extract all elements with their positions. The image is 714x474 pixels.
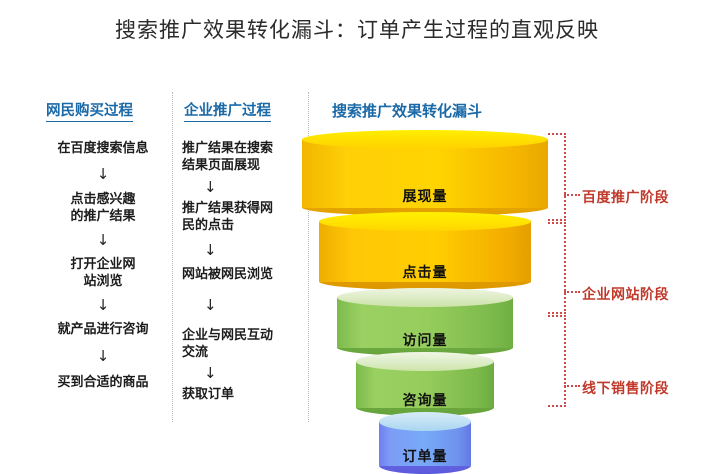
stage-label-offline-sales: 线下销售阶段 [582, 381, 669, 397]
cylinder-top [337, 288, 513, 307]
flow-step: 获取订单 [182, 387, 235, 402]
funnel-layer-label: 咨询量 [402, 393, 448, 409]
cylinder-top [319, 212, 531, 231]
column-header-user-process: 网民购买过程 [46, 99, 133, 122]
stage-label-company-website: 企业网站阶段 [582, 287, 669, 303]
stage-bracket-company-website [548, 222, 566, 314]
funnel-title: 搜索推广效果转化漏斗 [332, 102, 483, 120]
column-divider-1 [172, 92, 173, 422]
flow-step: 推广结果在搜索 结果页面展现 [182, 141, 274, 173]
funnel-layer-impressions[interactable]: 展现量 [302, 130, 548, 216]
cylinder-top [356, 352, 494, 371]
funnel-layer-label: 点击量 [402, 265, 448, 281]
funnel-layer-visits[interactable]: 访问量 [337, 288, 513, 356]
flow-step: 在百度搜索信息 [57, 141, 149, 156]
cylinder-body [302, 139, 548, 208]
column-divider-2 [308, 92, 309, 422]
cylinder-top [302, 130, 548, 149]
cylinder-body [319, 221, 531, 282]
conversion-funnel: 展现量 点击量 访问量 咨询量 订单量 [290, 130, 560, 474]
page-title: 搜索推广效果转化漏斗：订单产生过程的直观反映 [115, 18, 599, 42]
down-arrow-icon: ↓ [204, 364, 217, 382]
funnel-layer-label: 访问量 [402, 333, 448, 349]
user-process-column: 在百度搜索信息 ↓ 点击感兴趣 的推广结果 ↓ 打开企业网 站浏览 ↓ 就产品进… [34, 140, 172, 391]
down-arrow-icon: ↓ [96, 296, 110, 314]
stage-bracket-baidu-promotion [548, 133, 566, 221]
cylinder-top [379, 412, 471, 431]
flow-step: 点击感兴趣 的推广结果 [70, 192, 136, 224]
stage-tick-offline-sales [564, 385, 580, 387]
flow-step: 买到合适的商品 [57, 375, 149, 390]
stage-label-baidu-promotion: 百度推广阶段 [582, 190, 669, 206]
flow-step: 网站被网民浏览 [182, 267, 274, 282]
funnel-layer-label: 展现量 [402, 189, 448, 205]
stage-tick-baidu-promotion [564, 194, 580, 196]
down-arrow-icon: ↓ [204, 178, 217, 196]
flow-step: 推广结果获得网 民的点击 [182, 201, 274, 233]
down-arrow-icon: ↓ [96, 231, 110, 249]
funnel-layer-label: 订单量 [402, 449, 448, 465]
flow-step: 企业与网民互动 交流 [182, 328, 274, 360]
stage-tick-company-website [564, 291, 580, 293]
company-process-column: 推广结果在搜索 结果页面展现 ↓ 推广结果获得网 民的点击 ↓ 网站被网民浏览 … [182, 140, 306, 403]
down-arrow-icon: ↓ [96, 165, 110, 183]
flow-step: 就产品进行咨询 [57, 322, 149, 337]
funnel-layer-clicks[interactable]: 点击量 [319, 212, 531, 290]
down-arrow-icon: ↓ [204, 296, 217, 314]
funnel-layer-orders[interactable]: 订单量 [379, 412, 471, 474]
down-arrow-icon: ↓ [204, 241, 217, 259]
funnel-layer-consultations[interactable]: 咨询量 [356, 352, 494, 416]
stage-bracket-offline-sales [548, 315, 566, 407]
flow-step: 打开企业网 站浏览 [70, 257, 136, 289]
column-header-company-process: 企业推广过程 [184, 99, 271, 122]
down-arrow-icon: ↓ [96, 347, 110, 365]
